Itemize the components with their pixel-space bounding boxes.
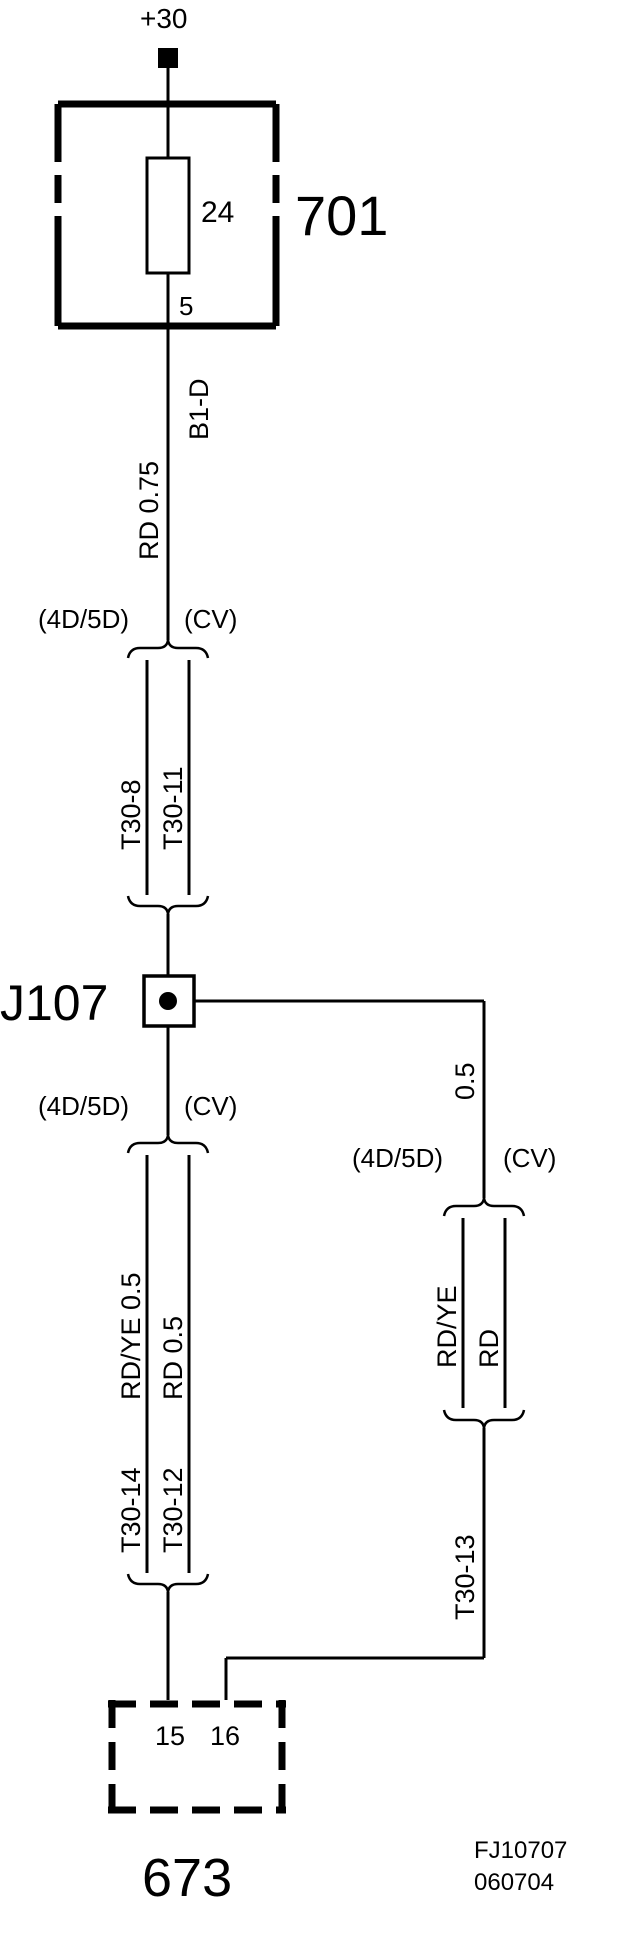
harness-lower-right-pin: T30-13	[450, 1534, 480, 1620]
harness-upper-bottom-bracket	[126, 895, 210, 915]
junction-id: J107	[0, 975, 108, 1031]
branch-wire-gauge: 0.5	[450, 1062, 480, 1100]
harness-lower-right-left-wire: RD/YE	[432, 1285, 462, 1368]
harness-lower-left-left-wire: RD/YE 0.5	[116, 1272, 146, 1400]
harness-lower-left-top-bracket	[126, 1134, 210, 1154]
supply-terminal	[158, 48, 178, 68]
harness-upper-top-bracket	[126, 639, 210, 659]
fuse-box-id: 701	[295, 184, 388, 247]
component-pin-a: 15	[155, 1721, 185, 1751]
wire-top-code: B1-D	[184, 378, 214, 440]
junction-dot	[159, 992, 177, 1010]
connector-upper-left-label: (4D/5D)	[38, 604, 129, 634]
connector-right-right-label: (CV)	[503, 1143, 556, 1173]
harness-lower-right-top-bracket	[442, 1197, 526, 1217]
drawing-ref-code: FJ10707	[474, 1837, 567, 1864]
harness-lower-left-right-wire: RD 0.5	[158, 1316, 188, 1400]
harness-lower-right-bottom-bracket	[442, 1409, 526, 1429]
component-id: 673	[142, 1848, 232, 1908]
harness-lower-left-bottom-bracket	[126, 1573, 210, 1593]
supply-label: +30	[140, 3, 188, 34]
harness-upper-right-pin: T30-11	[158, 766, 188, 850]
wire-top-spec: RD 0.75	[134, 461, 164, 560]
component-pin-b: 16	[210, 1721, 240, 1751]
harness-lower-left-right-pin: T30-12	[158, 1467, 188, 1553]
connector-right-left-label: (4D/5D)	[352, 1143, 443, 1173]
connector-lower-right-label: (CV)	[184, 1091, 237, 1121]
harness-lower-left-left-pin: T30-14	[116, 1467, 146, 1553]
drawing-ref-date: 060704	[474, 1869, 554, 1896]
connector-lower-left-label: (4D/5D)	[38, 1091, 129, 1121]
harness-lower-right-right-wire: RD	[474, 1329, 504, 1368]
harness-upper-left-pin: T30-8	[116, 779, 146, 850]
fuse-pin: 5	[179, 291, 193, 321]
component-box	[108, 1700, 286, 1814]
connector-upper-right-label: (CV)	[184, 604, 237, 634]
fuse-symbol	[145, 156, 191, 275]
fuse-number: 24	[201, 196, 234, 229]
